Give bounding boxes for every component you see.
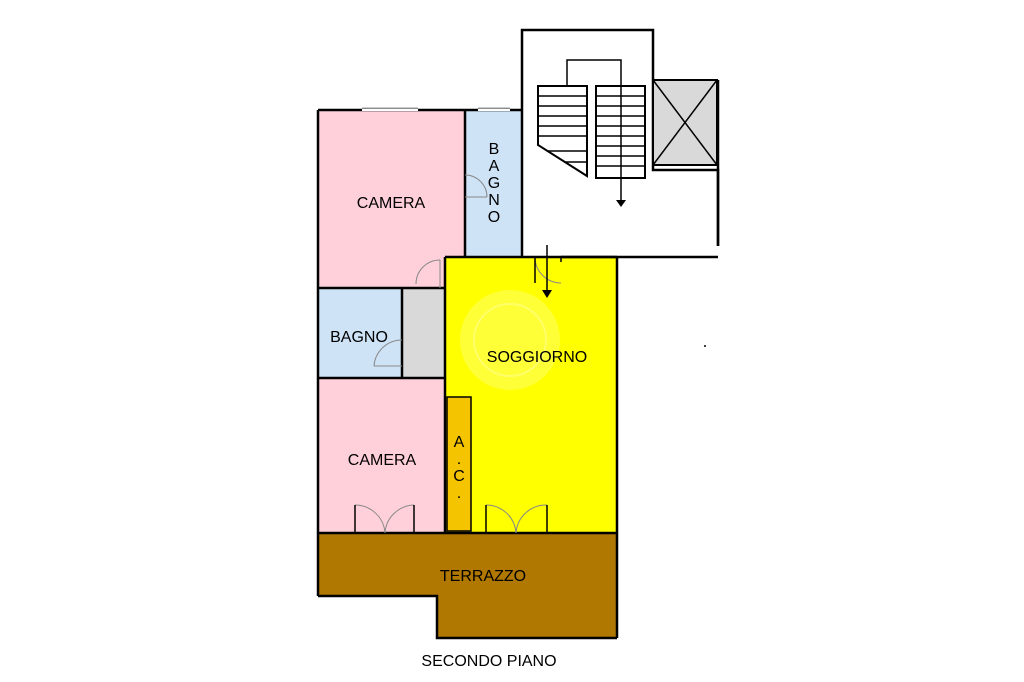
svg-text:BAGNO: BAGNO xyxy=(488,141,500,226)
watermark-logo xyxy=(460,290,560,390)
camera-top-room xyxy=(318,110,465,288)
door-bagno-top xyxy=(464,174,488,198)
label-char: C xyxy=(453,468,465,485)
stairwell xyxy=(520,28,720,259)
label-char: A xyxy=(454,434,465,451)
label-char: . xyxy=(457,451,461,468)
camera-bottom-room xyxy=(318,378,445,533)
label-terrazzo: TERRAZZO xyxy=(440,568,526,585)
bagno-mid-room xyxy=(318,288,402,378)
label-char: . xyxy=(457,485,461,502)
label-char: G xyxy=(488,175,500,192)
bagno-top-room xyxy=(465,110,522,257)
label-soggiorno: SOGGIORNO xyxy=(487,349,587,366)
entrance-arrow-icon xyxy=(542,290,552,298)
terrazzo xyxy=(318,533,617,638)
label-camera-top: CAMERA xyxy=(357,195,426,212)
corridor xyxy=(402,288,445,378)
door-camera-bottom xyxy=(354,504,415,534)
stair-arrow-icon xyxy=(616,200,626,207)
svg-text:A.C.: A.C. xyxy=(453,434,465,502)
door-bagno-mid xyxy=(373,339,403,367)
door-soggiorno-terrazzo xyxy=(485,504,548,534)
label-ac: A.C. xyxy=(453,434,465,502)
label-char: B xyxy=(489,141,500,158)
door-camera-top xyxy=(415,259,441,288)
label-camera-bottom: CAMERA xyxy=(348,452,417,469)
plan-caption: SECONDO PIANO xyxy=(421,653,556,670)
label-bagno-mid: BAGNO xyxy=(330,329,388,346)
ac-closet xyxy=(447,397,471,531)
label-char: N xyxy=(488,192,500,209)
label-char: O xyxy=(488,209,500,226)
label-char: A xyxy=(489,158,500,175)
soggiorno-room xyxy=(445,257,617,533)
